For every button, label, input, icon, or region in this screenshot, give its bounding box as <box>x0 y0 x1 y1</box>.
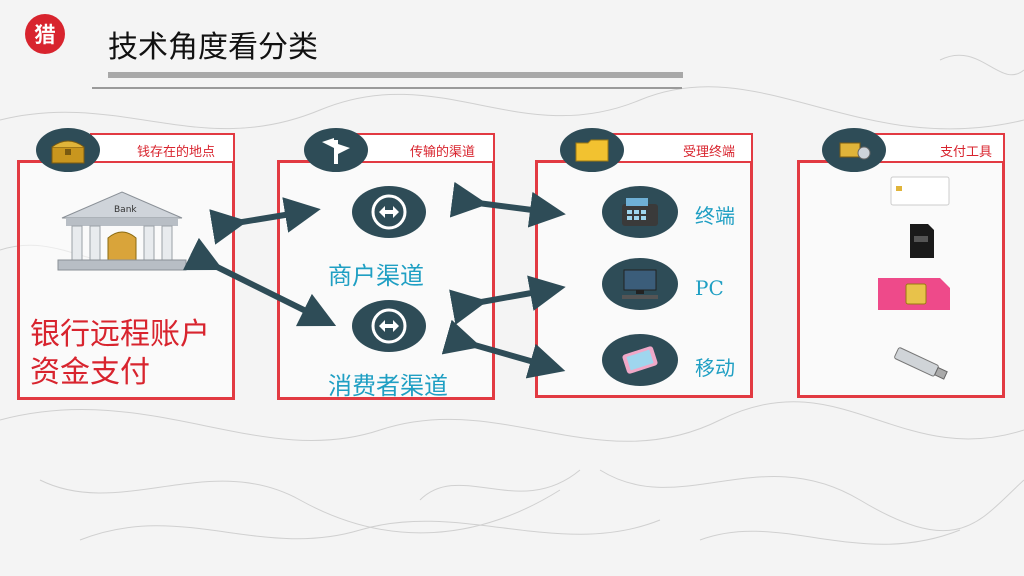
merchant-channel-label: 商户渠道 <box>328 256 424 291</box>
sd-card-icon <box>906 222 936 260</box>
mobile-label: 移动 <box>695 352 735 381</box>
folder-icon <box>560 128 624 172</box>
terminal-tab-label: 受理终端 <box>683 141 735 160</box>
card-reader-icon <box>822 128 886 172</box>
channel-tab-label: 传输的渠道 <box>410 141 475 160</box>
logo: 猎 <box>25 14 65 54</box>
logo-text: 猎 <box>35 19 56 49</box>
mobile-phone-icon <box>602 334 678 386</box>
crossroads-sign-icon <box>304 128 368 172</box>
money-location-tab-label: 钱存在的地点 <box>137 141 215 160</box>
pc-label: PC <box>695 276 724 300</box>
consumer-channel-label: 消费者渠道 <box>328 366 448 401</box>
tools-tab-label: 支付工具 <box>940 141 992 160</box>
bank-text-line1: 银行远程账户 <box>30 316 240 354</box>
terminal-label: 终端 <box>695 200 735 229</box>
bank-remote-payment-text: 银行远程账户 资金支付 <box>30 316 240 392</box>
pos-terminal-icon <box>602 186 678 238</box>
consumer-channel-icon <box>352 300 426 352</box>
usb-key-icon <box>888 344 954 384</box>
smart-card-icon <box>890 176 950 206</box>
page-title: 技术角度看分类 <box>108 22 318 66</box>
merchant-channel-icon <box>352 186 426 238</box>
sim-card-icon <box>876 276 952 312</box>
pc-icon <box>602 258 678 310</box>
title-rule-thick <box>108 72 683 78</box>
bank-sign: Bank <box>114 205 137 215</box>
treasure-chest-icon <box>36 128 100 172</box>
bank-text-line2: 资金支付 <box>30 354 240 392</box>
title-rule-thin <box>92 87 682 89</box>
bank-building-icon: Bank <box>52 188 192 272</box>
